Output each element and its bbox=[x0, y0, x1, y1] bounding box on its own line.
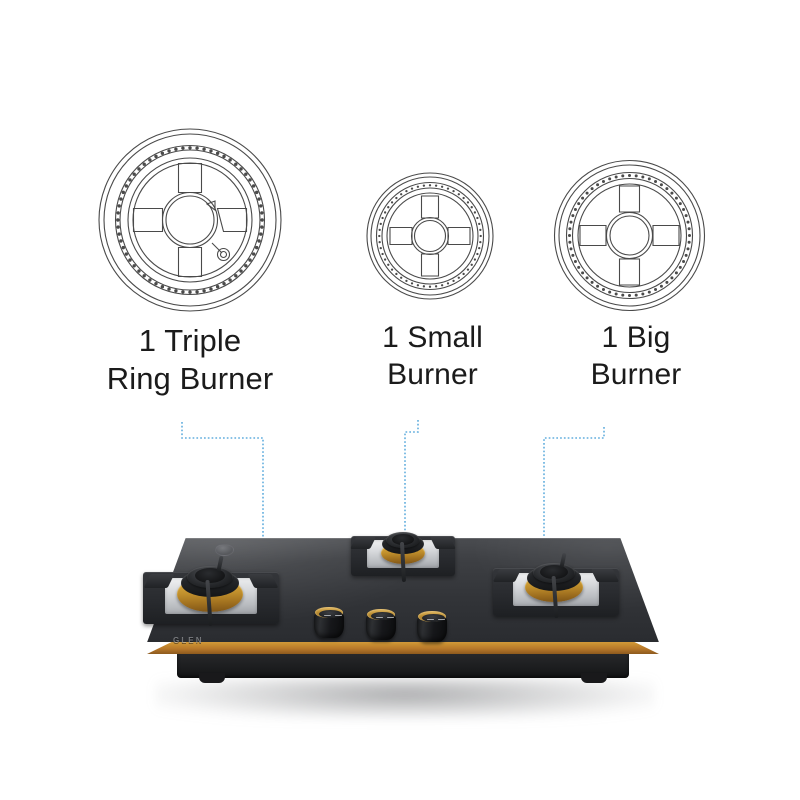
hob-burner-center[interactable] bbox=[350, 526, 456, 584]
knob-face-right bbox=[421, 613, 445, 622]
burner-inner-center bbox=[392, 534, 414, 545]
knob-top-left bbox=[315, 607, 343, 618]
hob-burner-right[interactable] bbox=[492, 552, 620, 622]
knob-indicator-icon bbox=[334, 614, 342, 617]
feature-label-triple-ring: 1 Triple Ring Burner bbox=[106, 323, 274, 396]
hob-brand-logo: GLEN bbox=[173, 636, 204, 645]
knob-indicator-icon bbox=[376, 616, 383, 619]
knob-face-left bbox=[318, 609, 342, 618]
control-knob-right[interactable] bbox=[417, 610, 447, 644]
knob-top-center bbox=[367, 609, 395, 620]
hob-burner-left[interactable] bbox=[143, 555, 279, 630]
hob-gold-trim bbox=[147, 640, 659, 654]
knob-indicator-icon bbox=[324, 614, 331, 617]
knob-face-center bbox=[370, 611, 394, 620]
knob-indicator-icon bbox=[437, 618, 445, 621]
control-knob-center[interactable] bbox=[366, 608, 396, 642]
hob-sensor-mark bbox=[215, 544, 234, 556]
triple-ring-burner-diagram bbox=[95, 125, 285, 315]
knob-indicator-icon bbox=[427, 618, 434, 621]
feature-label-big: 1 Big Burner bbox=[590, 321, 682, 391]
gas-hob-product-image: GLEN bbox=[95, 520, 705, 720]
control-knob-left[interactable] bbox=[314, 606, 344, 640]
connector-line-small bbox=[404, 420, 419, 534]
knob-top-right bbox=[418, 611, 446, 622]
product-shadow bbox=[155, 678, 655, 720]
hob-base-body bbox=[177, 650, 629, 683]
big-burner-diagram bbox=[551, 157, 708, 314]
small-burner-diagram bbox=[364, 170, 496, 302]
feature-label-small: 1 Small Burner bbox=[382, 321, 483, 391]
knob-indicator-icon bbox=[386, 616, 394, 619]
burner-inner-right bbox=[540, 565, 568, 579]
